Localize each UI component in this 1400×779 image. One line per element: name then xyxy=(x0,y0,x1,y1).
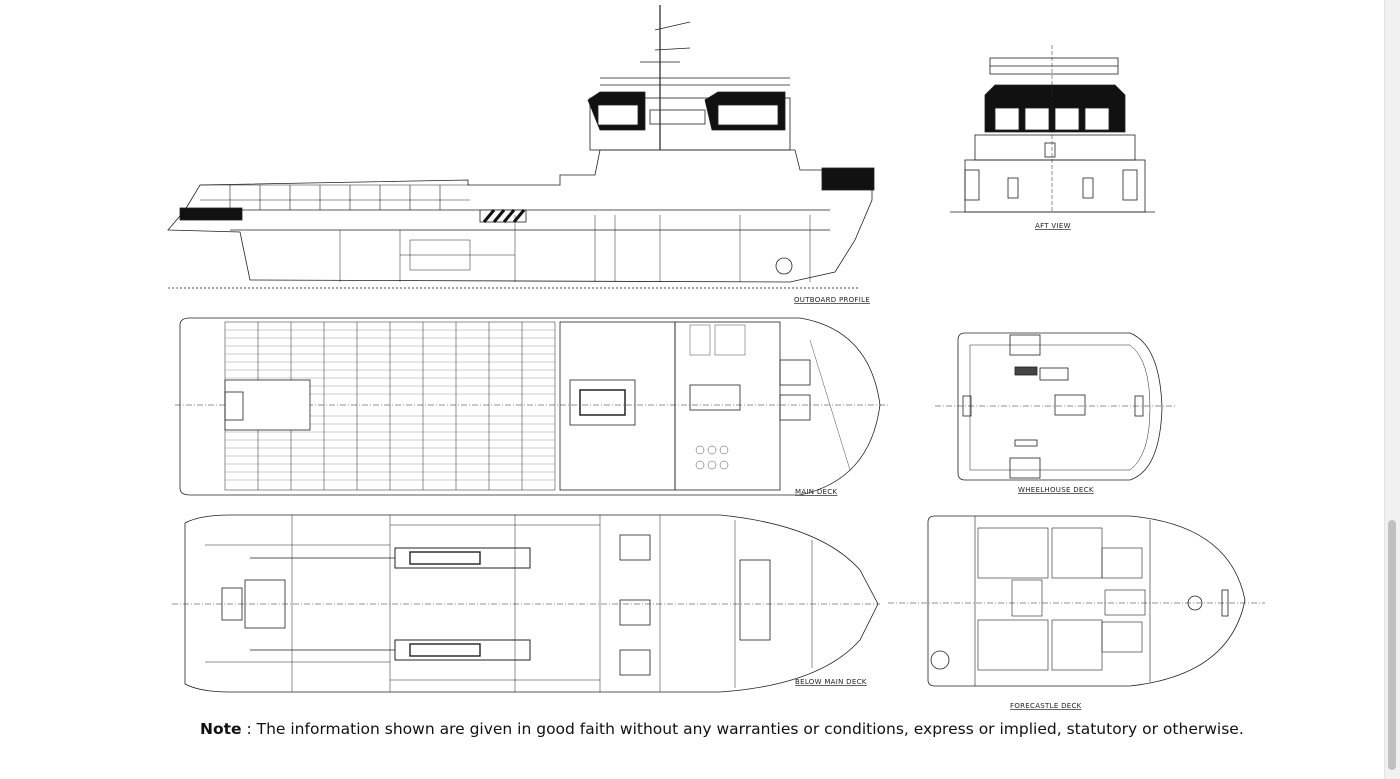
wheelhouse-deck-label: WHEELHOUSE DECK xyxy=(1018,486,1094,494)
aft-view-label: AFT VIEW xyxy=(1035,222,1071,230)
wheelhouse-deck-plan: WHEELHOUSE DECK xyxy=(935,332,1175,494)
note-text: : The information shown are given in goo… xyxy=(241,720,1244,738)
below-main-deck-label: BELOW MAIN DECK xyxy=(795,678,867,686)
outboard-profile-label: OUTBOARD PROFILE xyxy=(794,296,870,304)
below-main-deck-plan: BELOW MAIN DECK xyxy=(172,514,880,693)
scrollbar-thumb[interactable] xyxy=(1388,520,1396,770)
forecastle-deck-plan: FORECASTLE DECK xyxy=(888,515,1265,710)
forecastle-deck-label: FORECASTLE DECK xyxy=(1010,702,1082,710)
note-label: Note xyxy=(200,720,242,738)
main-deck-label: MAIN DECK xyxy=(795,488,837,496)
main-deck-plan: MAIN DECK xyxy=(175,317,890,496)
aft-view: AFT VIEW xyxy=(950,45,1155,230)
outboard-profile-view: OUTBOARD PROFILE xyxy=(167,5,875,304)
disclaimer-note: Note : The information shown are given i… xyxy=(200,720,1244,738)
